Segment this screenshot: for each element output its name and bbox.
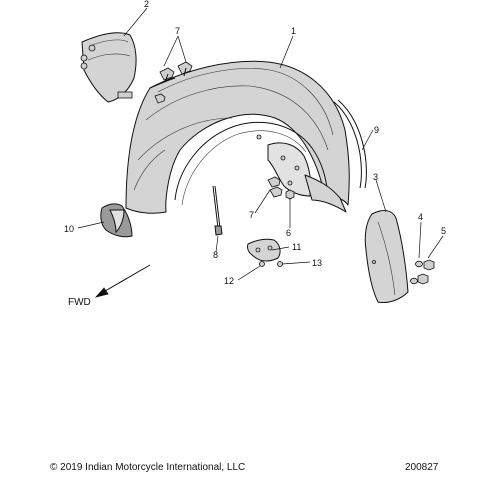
fwd-label: FWD <box>68 297 91 308</box>
callout-4: 4 <box>418 212 423 222</box>
leader-lines <box>77 7 444 281</box>
fastener-12 <box>259 261 265 267</box>
callout-10: 10 <box>64 224 74 234</box>
edge-trim-9 <box>333 99 367 189</box>
bracket-11 <box>247 238 281 262</box>
diagram-number: 200827 <box>405 462 439 473</box>
copyright-text: © 2019 Indian Motorcycle International, … <box>50 462 245 473</box>
callout-7b: 7 <box>249 210 254 220</box>
bolt-7-upper <box>154 61 193 104</box>
front-fender <box>125 60 350 214</box>
washer-4 <box>410 260 423 285</box>
forward-direction-indicator: FWD <box>68 264 151 308</box>
callout-5: 5 <box>441 226 446 236</box>
cable-clip-8 <box>212 185 223 236</box>
callout-9: 9 <box>374 125 379 135</box>
callout-1: 1 <box>291 26 296 36</box>
fender-emblem-10 <box>100 203 133 238</box>
callout-3: 3 <box>373 172 378 182</box>
callout-2: 2 <box>144 0 149 9</box>
nut-6 <box>285 189 295 200</box>
callout-13: 13 <box>312 258 322 268</box>
callout-11: 11 <box>292 242 301 252</box>
bolt-7-lower <box>267 176 283 198</box>
upper-fender-trim <box>81 32 137 103</box>
callouts: 1 2 7 9 3 7 4 5 6 10 8 11 13 12 <box>64 0 446 286</box>
callout-7a: 7 <box>175 26 180 36</box>
lower-fender-trim <box>364 210 409 303</box>
callout-6: 6 <box>286 228 291 238</box>
callout-8: 8 <box>213 250 218 260</box>
callout-12: 12 <box>224 276 234 286</box>
nut-5 <box>417 259 435 285</box>
trim-fasteners <box>80 44 96 70</box>
fastener-13 <box>277 261 283 267</box>
